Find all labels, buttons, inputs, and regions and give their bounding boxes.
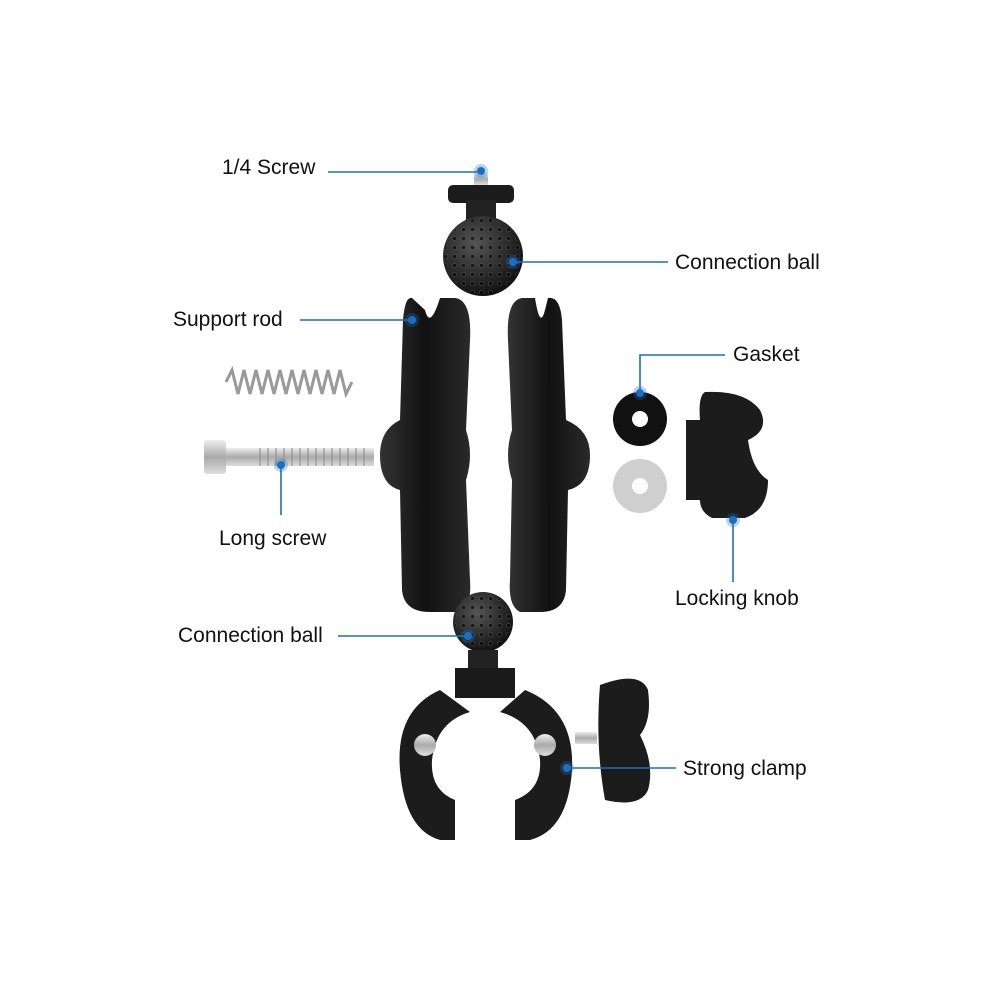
label-locking-knob: Locking knob: [675, 587, 799, 610]
support-rod-right: [507, 297, 590, 612]
label-connection-ball-bottom: Connection ball: [178, 624, 323, 647]
top-ball-mount: [443, 173, 523, 296]
label-long-screw: Long screw: [219, 527, 327, 550]
locking-knob: [686, 391, 768, 518]
bottom-ball: [453, 592, 513, 670]
label-gasket: Gasket: [733, 343, 800, 366]
callout-dots: [274, 164, 740, 775]
spring: [224, 365, 354, 399]
label-connection-ball-top: Connection ball: [675, 251, 820, 274]
label-strong-clamp: Strong clamp: [683, 757, 807, 780]
label-quarter-screw: 1/4 Screw: [222, 156, 316, 179]
long-screw: [204, 440, 374, 474]
strong-clamp: [399, 668, 651, 840]
label-support-rod: Support rod: [173, 308, 283, 331]
support-rod-left: [380, 297, 471, 612]
leader-lines: [280, 171, 734, 769]
